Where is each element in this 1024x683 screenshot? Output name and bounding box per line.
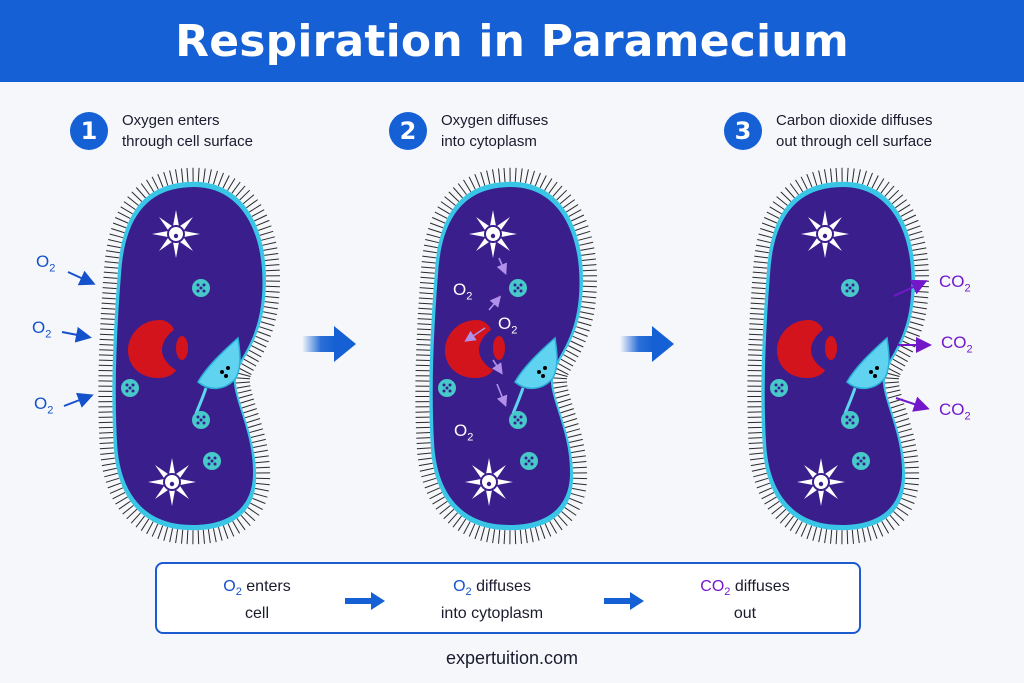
paramecium-cell-1: [88, 160, 288, 555]
step-3-line-2: out through cell surface: [776, 133, 932, 150]
o2-label-internal-3: O2: [454, 421, 474, 444]
co2-label-out-2: CO2: [941, 333, 973, 356]
diffusion-arrows: [464, 257, 508, 407]
step-1-heading: 1 Oxygen enters through cell surface: [70, 110, 322, 152]
food-vacuole: [852, 452, 870, 470]
food-vacuole: [520, 452, 538, 470]
step-1-line-1: Oxygen enters: [122, 112, 220, 129]
macronucleus: [128, 320, 176, 378]
o2-label-in-3: O2: [34, 394, 54, 417]
o2-entry-arrow-1: [67, 270, 96, 286]
summary-step-1-line-2: cell: [244, 605, 269, 623]
macronucleus: [445, 320, 493, 378]
step-3-description: Carbon dioxide diffuses out through cell…: [776, 110, 976, 152]
co2-exit-arrow-3: [895, 396, 930, 412]
step-2-line-2: into cytoplasm: [441, 133, 537, 150]
summary-step-2: O2 diffuses into cytoplasm: [412, 576, 572, 625]
step-2-number-badge: 2: [389, 112, 427, 150]
contractile-vacuole-bottom: [465, 458, 513, 506]
o2-label-internal-2: O2: [498, 314, 518, 337]
contractile-vacuole-top: [469, 210, 517, 258]
diffusion-arrow: [496, 383, 508, 407]
food-vacuole: [509, 279, 527, 297]
summary-box: O2 enters cell O2 diffuses into cytoplas…: [155, 562, 861, 634]
o2-label-internal-1: O2: [453, 280, 473, 303]
micronucleus: [825, 336, 837, 360]
contractile-vacuole-top: [801, 210, 849, 258]
co2-label-out-3: CO2: [939, 400, 971, 423]
summary-step-2-line-1: O2 diffuses: [453, 578, 531, 599]
cilia: [747, 167, 930, 545]
step-3-line-1: Carbon dioxide diffuses: [776, 112, 933, 129]
paramecium-cell-2: [405, 160, 605, 555]
cilia: [98, 167, 281, 545]
food-vacuole: [509, 411, 527, 429]
summary-step-2-line-2: into cytoplasm: [440, 605, 544, 623]
food-vacuole: [770, 379, 788, 397]
food-vacuole: [192, 279, 210, 297]
paramecium-cell-3: [737, 160, 937, 555]
food-vacuole: [438, 379, 456, 397]
summary-step-3: CO2 diffuses out: [675, 576, 815, 625]
summary-step-3-line-1: CO2 diffuses: [700, 578, 790, 599]
summary-step-1: O2 enters cell: [197, 576, 317, 625]
cytoplasm: [115, 186, 263, 526]
co2-exit-arrow-1: [893, 279, 928, 297]
cilia: [415, 167, 598, 545]
summary-arrow-2: [604, 592, 644, 610]
macronucleus: [777, 320, 825, 378]
diffusion-arrow: [464, 327, 486, 342]
summary-arrow-1: [345, 592, 385, 610]
step-3-heading: 3 Carbon dioxide diffuses out through ce…: [724, 110, 976, 152]
food-vacuole: [841, 279, 859, 297]
co2-label-out-1: CO2: [939, 272, 971, 295]
food-vacuole: [841, 411, 859, 429]
diffusion-arrow: [491, 359, 503, 375]
summary-step-1-line-1: O2 enters: [223, 578, 291, 599]
food-vacuole: [203, 452, 221, 470]
contractile-vacuole-bottom: [797, 458, 845, 506]
step-1-line-2: through cell surface: [122, 133, 253, 150]
o2-label-in-1: O2: [36, 252, 56, 275]
summary-step-3-line-2: out: [733, 605, 757, 623]
website-footer: expertuition.com: [445, 648, 579, 668]
micronucleus: [176, 336, 188, 360]
step-2-description: Oxygen diffuses into cytoplasm: [441, 110, 641, 152]
step-3-number-badge: 3: [724, 112, 762, 150]
page-title: Respiration in Paramecium: [175, 15, 849, 67]
diffusion-arrow: [488, 295, 502, 311]
o2-entry-arrow-2: [61, 326, 92, 343]
diffusion-arrow: [496, 257, 507, 275]
contractile-vacuole-bottom: [148, 458, 196, 506]
step-2-heading: 2 Oxygen diffuses into cytoplasm: [389, 110, 641, 152]
stage-arrow-1-to-2: [302, 326, 356, 362]
step-2-line-1: Oxygen diffuses: [441, 112, 549, 129]
stage-arrow-2-to-3: [620, 326, 674, 362]
food-vacuole: [192, 411, 210, 429]
contractile-vacuole-top: [152, 210, 200, 258]
title-banner: Respiration in Paramecium: [0, 0, 1024, 82]
micronucleus: [493, 336, 505, 360]
cytoplasm: [432, 186, 580, 526]
step-1-number-badge: 1: [70, 112, 108, 150]
cytoplasm: [764, 186, 912, 526]
food-vacuole: [121, 379, 139, 397]
o2-label-in-2: O2: [32, 318, 52, 341]
o2-entry-arrow-3: [63, 392, 94, 408]
step-1-description: Oxygen enters through cell surface: [122, 110, 322, 152]
